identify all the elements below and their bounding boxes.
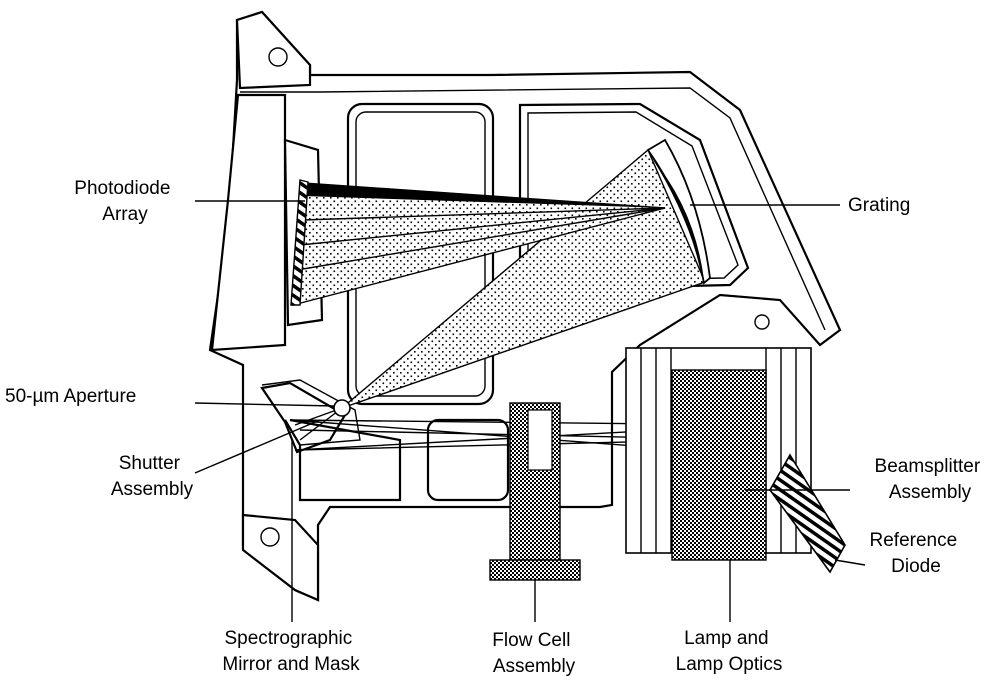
array-housing [210,93,287,352]
label-reference-diode: Reference Diode [870,530,963,577]
label-shutter-assembly: Shutter Assembly [111,453,194,500]
flow-cell-base [489,559,581,581]
mount-hole-top [268,47,288,67]
leader-aperture [194,402,336,407]
photodiode-array [290,179,309,306]
mount-hole-right [754,314,770,330]
lamp-optics [671,369,767,561]
flow-cell-window [527,409,553,471]
mirror-to-aperture-ray-2 [299,407,343,441]
label-lamp-optics: Lamp and Lamp Optics [676,628,783,675]
label-beamsplitter-assembly: Beamsplitter Assembly [875,456,986,503]
mirror-bracket [260,381,347,454]
leader-lines [194,200,866,622]
lower-cavity [426,418,510,502]
label-grating: Grating [848,195,910,216]
fan-ray-1 [302,207,666,221]
bottom-left-tab [241,513,320,602]
leader-shutter [194,419,321,474]
leader-reference [834,559,866,566]
label-spectrographic-mirror: Spectrographic Mirror and Mask [222,628,360,675]
label-aperture: 50-µm Aperture [5,386,136,407]
labels: Photodiode Array Grating 50-µm Aperture … [5,178,986,677]
label-flow-cell-assembly: Flow Cell Assembly [492,630,575,677]
label-photodiode-array: Photodiode Array [74,178,175,225]
mount-hole-bottom [260,527,280,547]
reference-diode [769,453,846,574]
housing-inner-line [240,87,826,331]
fan-ray-2 [299,207,666,246]
array-fan-dark-band [303,183,665,208]
fan-ray-3 [296,207,666,271]
aperture [333,399,351,417]
components [290,138,846,581]
